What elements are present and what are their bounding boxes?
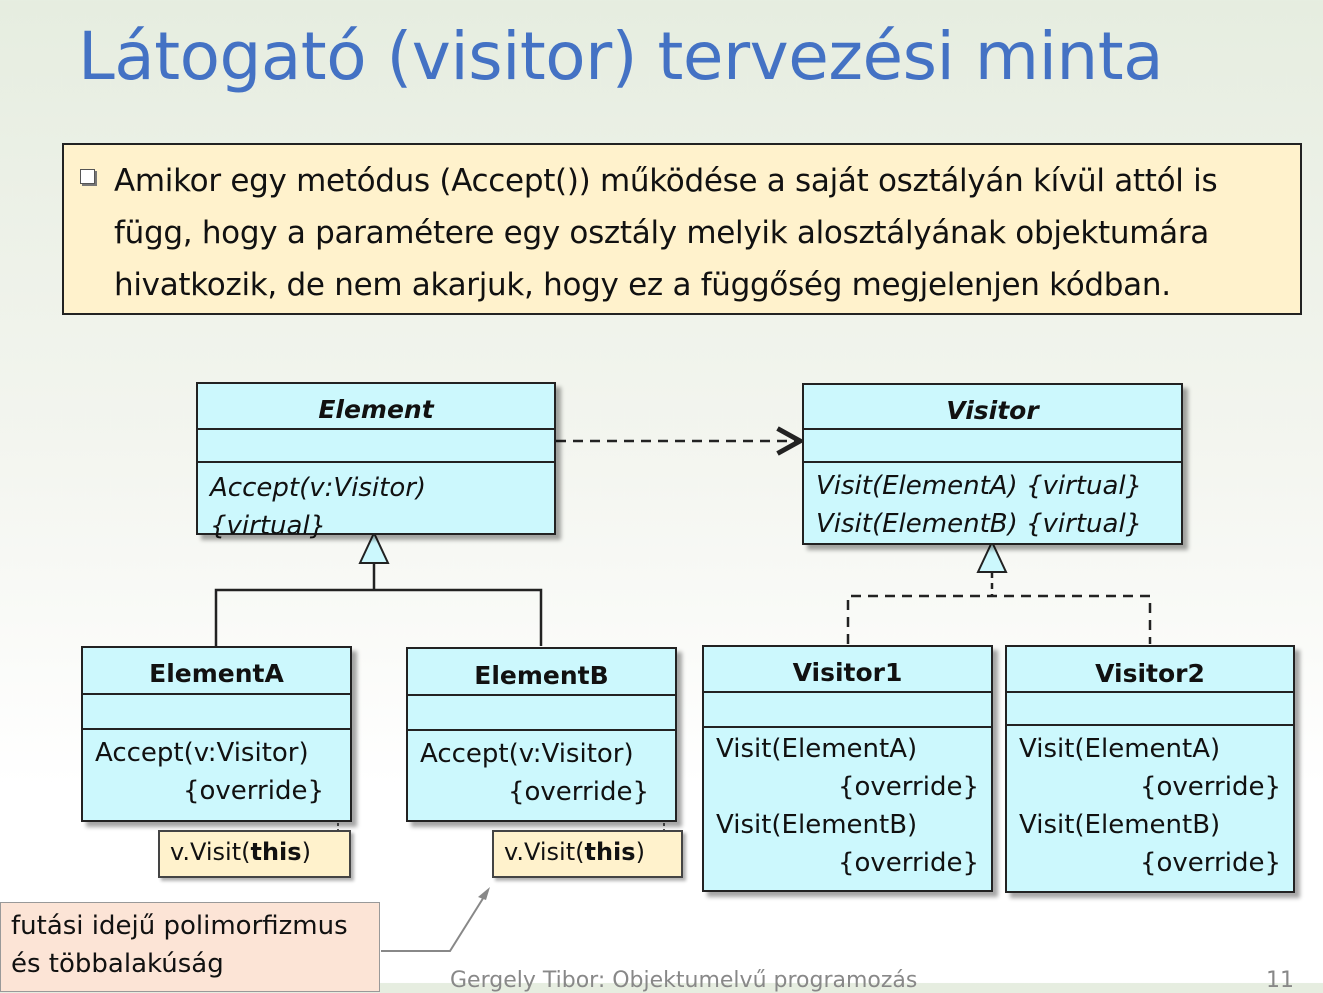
operation: Accept(v:Visitor)	[420, 739, 634, 769]
class-element-a: ElementA Accept(v:Visitor) {override}	[81, 646, 352, 822]
operation: Visit(ElementB)	[1019, 810, 1221, 840]
class-visitor2: Visitor2 Visit(ElementA) {override} Visi…	[1005, 645, 1295, 893]
operation-compartment: Accept(v:Visitor) {virtual}	[198, 463, 554, 549]
operation-modifier: {override}	[507, 777, 649, 807]
callout-line: és többalakúság	[11, 949, 224, 979]
operation-modifier: {override}	[837, 848, 979, 878]
operation-compartment: Visit(ElementA) {virtual} Visit(ElementB…	[804, 463, 1181, 547]
attribute-compartment	[83, 695, 350, 730]
generalization-triangle-element	[358, 530, 390, 564]
note-element-a: v.Visit(this)	[158, 830, 351, 878]
operation-modifier: {override}	[837, 772, 979, 802]
operation: Accept(v:Visitor) {virtual}	[210, 473, 427, 541]
operation-modifier: {override}	[1139, 848, 1281, 878]
note-text: v.Visit(	[504, 838, 585, 866]
note-element-b: v.Visit(this)	[492, 830, 683, 878]
square-bullet-icon	[80, 169, 95, 184]
note-text: )	[635, 838, 645, 866]
class-element: Element Accept(v:Visitor) {virtual}	[196, 382, 556, 541]
operation: Visit(ElementA) {virtual}	[816, 471, 1143, 501]
operation: Accept(v:Visitor)	[95, 738, 309, 768]
operation-compartment: Visit(ElementA) {override} Visit(Element…	[1007, 726, 1293, 886]
operation-compartment: Accept(v:Visitor) {override}	[83, 730, 350, 814]
attribute-compartment	[804, 430, 1181, 463]
operation: Visit(ElementB)	[716, 810, 918, 840]
callout-line: futási idejű polimorfizmus	[11, 911, 348, 941]
attribute-compartment	[198, 430, 554, 463]
operation-compartment: Visit(ElementA) {override} Visit(Element…	[704, 728, 991, 886]
note-keyword: this	[584, 838, 636, 866]
class-name: Visitor1	[704, 647, 991, 693]
operation-compartment: Accept(v:Visitor) {override}	[408, 731, 675, 815]
class-name: Visitor2	[1007, 647, 1293, 693]
generalization-line-elements	[214, 588, 543, 646]
operation: Visit(ElementA)	[1019, 734, 1221, 764]
class-name: ElementB	[408, 649, 675, 696]
attribute-compartment	[704, 693, 991, 728]
info-box: Amikor egy metódus (Accept()) működése a…	[62, 143, 1302, 315]
slide-title: Látogató (visitor) tervezési minta	[78, 18, 1164, 95]
operation-modifier: {override}	[1139, 772, 1281, 802]
class-name: ElementA	[83, 648, 350, 695]
info-text: Amikor egy metódus (Accept()) működése a…	[114, 163, 1218, 303]
operation: Visit(ElementB) {virtual}	[816, 509, 1143, 539]
note-keyword: this	[250, 838, 302, 866]
class-name: Element	[198, 384, 554, 430]
class-name: Visitor	[804, 385, 1181, 430]
callout-box: futási idejű polimorfizmus és többalakús…	[0, 902, 380, 992]
operation-modifier: {override}	[182, 776, 324, 806]
class-element-b: ElementB Accept(v:Visitor) {override}	[406, 647, 677, 822]
slide-footer: Gergely Tibor: Objektumelvű programozás	[450, 968, 918, 993]
attribute-compartment	[408, 696, 675, 731]
operation: Visit(ElementA)	[716, 734, 918, 764]
page-number: 11	[1266, 968, 1294, 993]
note-text: v.Visit(	[170, 838, 251, 866]
note-text: )	[301, 838, 311, 866]
generalization-triangle-visitor	[976, 539, 1008, 573]
realization-line-visitors	[846, 594, 1152, 644]
class-visitor: Visitor Visit(ElementA) {virtual} Visit(…	[802, 383, 1183, 545]
callout-pointer	[381, 891, 488, 952]
attribute-compartment	[1007, 693, 1293, 726]
class-visitor1: Visitor1 Visit(ElementA) {override} Visi…	[702, 645, 993, 892]
